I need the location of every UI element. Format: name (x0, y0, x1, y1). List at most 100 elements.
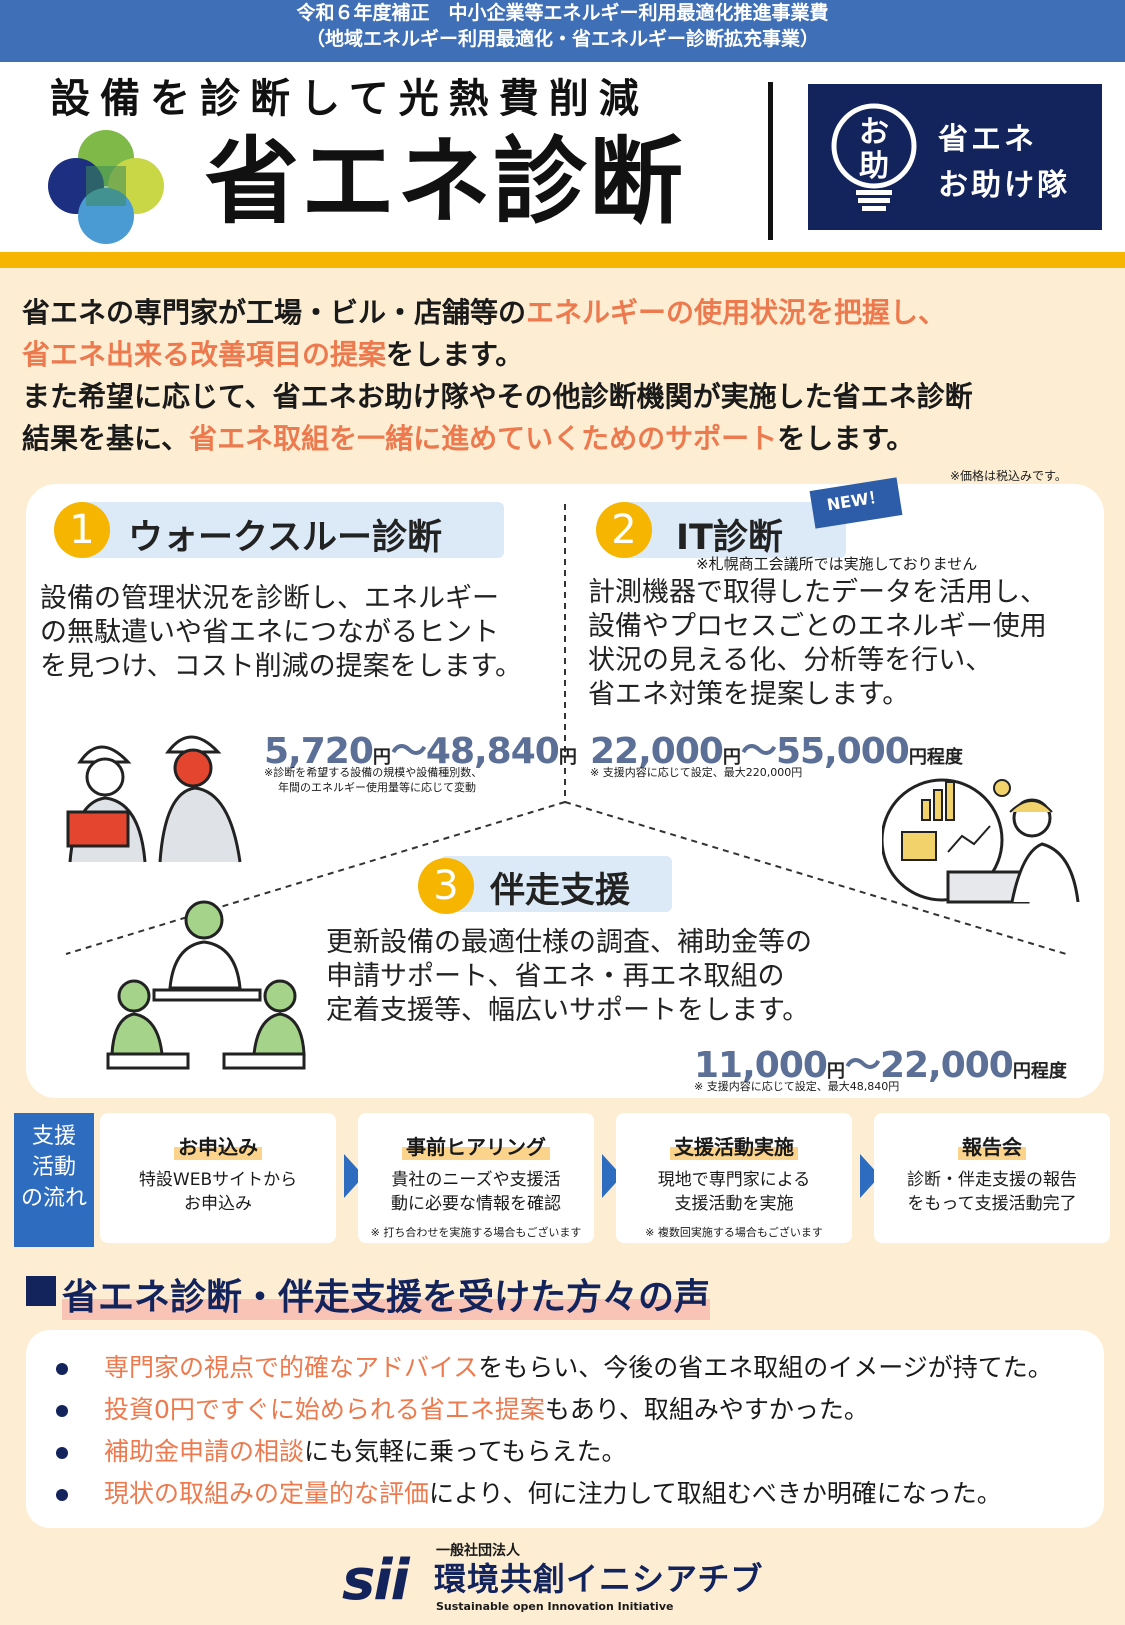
flow-step-title: 事前ヒアリング (402, 1131, 550, 1160)
flow-label-1: 支援 (31, 1124, 76, 1149)
section-2-title: IT診断 (676, 518, 783, 558)
section-2-body-4: 省エネ対策を提案します。 (588, 679, 910, 710)
lightbulb-logo-icon: お 助 (831, 103, 917, 211)
voice-item: 専門家の視点で的確なアドバイスをもらい、今後の省エネ取組のイメージが持てた。 (56, 1348, 1053, 1388)
section-3-note: ※ 支援内容に応じて設定、最大48,840円 (694, 1080, 900, 1093)
intro-text: をします。 (777, 422, 915, 455)
voice-item: 投資0円ですぐに始められる省エネ提案もあり、取組みやすかった。 (56, 1390, 869, 1430)
price-tilde: 〜 (740, 731, 777, 772)
voices-card: 専門家の視点で的確なアドバイスをもらい、今後の省エネ取組のイメージが持てた。 投… (26, 1330, 1104, 1528)
section-2-subnote: ※札幌商工会議所では実施しておりません (696, 555, 978, 573)
program-line-2: （地域エネルギー利用最適化・省エネルギー診断拡充事業） (305, 28, 819, 50)
org-name: 環境共創イニシアチブ (434, 1560, 764, 1598)
section-2-body-2: 設備やプロセスごとのエネルギー使用 (588, 611, 1047, 642)
price-suffix: 円程度 (908, 747, 963, 768)
flow-label-3: の流れ (20, 1186, 87, 1211)
section-1-tag (80, 502, 504, 558)
header-divider (0, 252, 1125, 268)
section-1-note-2: 年間のエネルギー使用量等に応じて変動 (278, 781, 476, 794)
intro-line-3: また希望に応じて、省エネお助け隊やその他診断機関が実施した省エネ診断 (22, 380, 973, 413)
brand-logo-char-1: お (859, 115, 889, 150)
bullet-icon (56, 1363, 68, 1375)
price-min: 5,720 (264, 731, 374, 772)
section-3-title: 伴走支援 (490, 871, 631, 911)
section-3-body-3: 定着支援等、幅広いサポートをします。 (326, 995, 810, 1026)
price-max: 48,840 (425, 731, 560, 772)
intro-line-2: 省エネ出来る改善項目の提案をします。 (22, 334, 523, 376)
price-max: 22,000 (879, 1045, 1014, 1086)
yen-unit: 円 (722, 747, 741, 768)
flow-label-2: 活動 (31, 1155, 76, 1180)
section-3-body-2: 申請サポート、省エネ・再エネ取組の (326, 961, 785, 992)
flow-step-title: 支援活動実施 (670, 1131, 798, 1160)
section-3-price: 11,000円〜22,000円程度 (694, 1036, 1067, 1088)
section-2-body-1: 計測機器で取得したデータを活用し、 (588, 577, 1047, 608)
voice-highlight: 投資0円ですぐに始められる省エネ提案 (104, 1395, 545, 1424)
flow-step-text-1: 特設WEBサイトから (138, 1170, 298, 1190)
flow-step-1: お申込み 特設WEBサイトから お申込み (100, 1113, 336, 1243)
program-banner: 令和６年度補正 中小企業等エネルギー利用最適化推進事業費 （地域エネルギー利用最… (0, 0, 1125, 62)
intro-text: 結果を基に、 (22, 422, 190, 455)
price-tilde: 〜 (844, 1045, 881, 1086)
bullet-icon (56, 1405, 68, 1417)
flow-step-text-1: 貴社のニーズや支援活 (391, 1170, 561, 1190)
price-suffix: 円程度 (1012, 1061, 1067, 1082)
section-2-body-3: 状況の見える化、分析等を行い、 (588, 645, 993, 676)
page-title: 省エネ診断 (205, 128, 686, 237)
brand-logo-char-2: 助 (859, 149, 889, 184)
intro-line-1: 省エネの専門家が工場・ビル・店舗等のエネルギーの使用状況を把握し、 (22, 292, 946, 334)
flow-step-title: 報告会 (958, 1131, 1026, 1160)
flow-step-note: ※ 打ち合わせを実施する場合もございます (370, 1226, 582, 1239)
data-analysis-illustration-icon (882, 778, 1080, 904)
voice-highlight: 現状の取組みの定量的な評価 (104, 1479, 430, 1508)
flow-step-text-2: をもって支援活動完了 (907, 1194, 1077, 1214)
price-max: 55,000 (775, 731, 910, 772)
flow-step-text-2: 支援活動を実施 (674, 1194, 794, 1214)
bullet-icon (56, 1447, 68, 1459)
intro-highlight: 省エネ出来る改善項目の提案 (22, 338, 387, 371)
header-vertical-line (768, 82, 773, 240)
voices-heading: 省エネ診断・伴走支援を受けた方々の声 (62, 1268, 711, 1320)
brand-name-line-2: お助け隊 (938, 168, 1070, 203)
price-tilde: 〜 (390, 731, 427, 772)
workers-illustration-icon (66, 735, 242, 863)
section-1-price: 5,720円〜48,840円 (264, 722, 577, 774)
consultation-illustration-icon (106, 900, 306, 1070)
flow-step-3: 支援活動実施 現地で専門家による 支援活動を実施 ※ 複数回実施する場合もござい… (616, 1113, 852, 1243)
section-2-price: 22,000円〜55,000円程度 (590, 722, 963, 774)
flow-label: 支援 活動 の流れ (14, 1113, 94, 1247)
heading-square-icon (26, 1276, 56, 1306)
section-dividers (65, 504, 1067, 955)
intro-text: 省エネの専門家が工場・ビル・店舗等の (22, 296, 527, 329)
voice-text: にも気軽に乗ってもらえた。 (304, 1437, 627, 1466)
price-min: 11,000 (694, 1045, 828, 1086)
section-3-body-1: 更新設備の最適仕様の調査、補助金等の (326, 927, 812, 958)
voice-text: をもらい、今後の省エネ取組のイメージが持てた。 (478, 1353, 1053, 1382)
brand-name-line-1: 省エネ (938, 122, 1037, 157)
yen-unit: 円 (372, 747, 391, 768)
section-2-number: 2 (596, 502, 652, 558)
flow-step-title: お申込み (174, 1131, 262, 1160)
voice-highlight: 専門家の視点で的確なアドバイス (104, 1353, 479, 1382)
flow-step-2: 事前ヒアリング 貴社のニーズや支援活 動に必要な情報を確認 ※ 打ち合わせを実施… (358, 1113, 594, 1243)
voice-item: 補助金申請の相談にも気軽に乗ってもらえた。 (56, 1432, 627, 1472)
bullet-icon (56, 1489, 68, 1501)
section-1-number: 1 (54, 502, 110, 558)
section-2-tag (620, 502, 846, 558)
flow-step-text-1: 現地で専門家による (657, 1170, 811, 1190)
flow-step-text-1: 診断・伴走支援の報告 (907, 1170, 1077, 1190)
yen-unit: 円 (558, 747, 577, 768)
section-3-number: 3 (418, 858, 474, 914)
voice-highlight: 補助金申請の相談 (104, 1437, 305, 1466)
intro-text: をします。 (386, 338, 524, 371)
flow-step-text-2: お申込み (184, 1194, 252, 1214)
flow-step-4: 報告会 診断・伴走支援の報告 をもって支援活動完了 (874, 1113, 1110, 1243)
flow-step-text-2: 動に必要な情報を確認 (391, 1194, 561, 1214)
section-1-body-1: 設備の管理状況を診断し、エネルギー (40, 583, 499, 614)
section-1-note-1: ※診断を希望する設備の規模や設備種別数、 (264, 766, 483, 779)
intro-highlight: エネルギーの使用状況を把握し、 (526, 296, 947, 329)
org-english-name: Sustainable open Innovation Initiative (436, 1600, 674, 1613)
price-min: 22,000 (590, 731, 724, 772)
org-type: 一般社団法人 (436, 1543, 520, 1559)
program-line-1: 令和６年度補正 中小企業等エネルギー利用最適化推進事業費 (296, 2, 829, 24)
